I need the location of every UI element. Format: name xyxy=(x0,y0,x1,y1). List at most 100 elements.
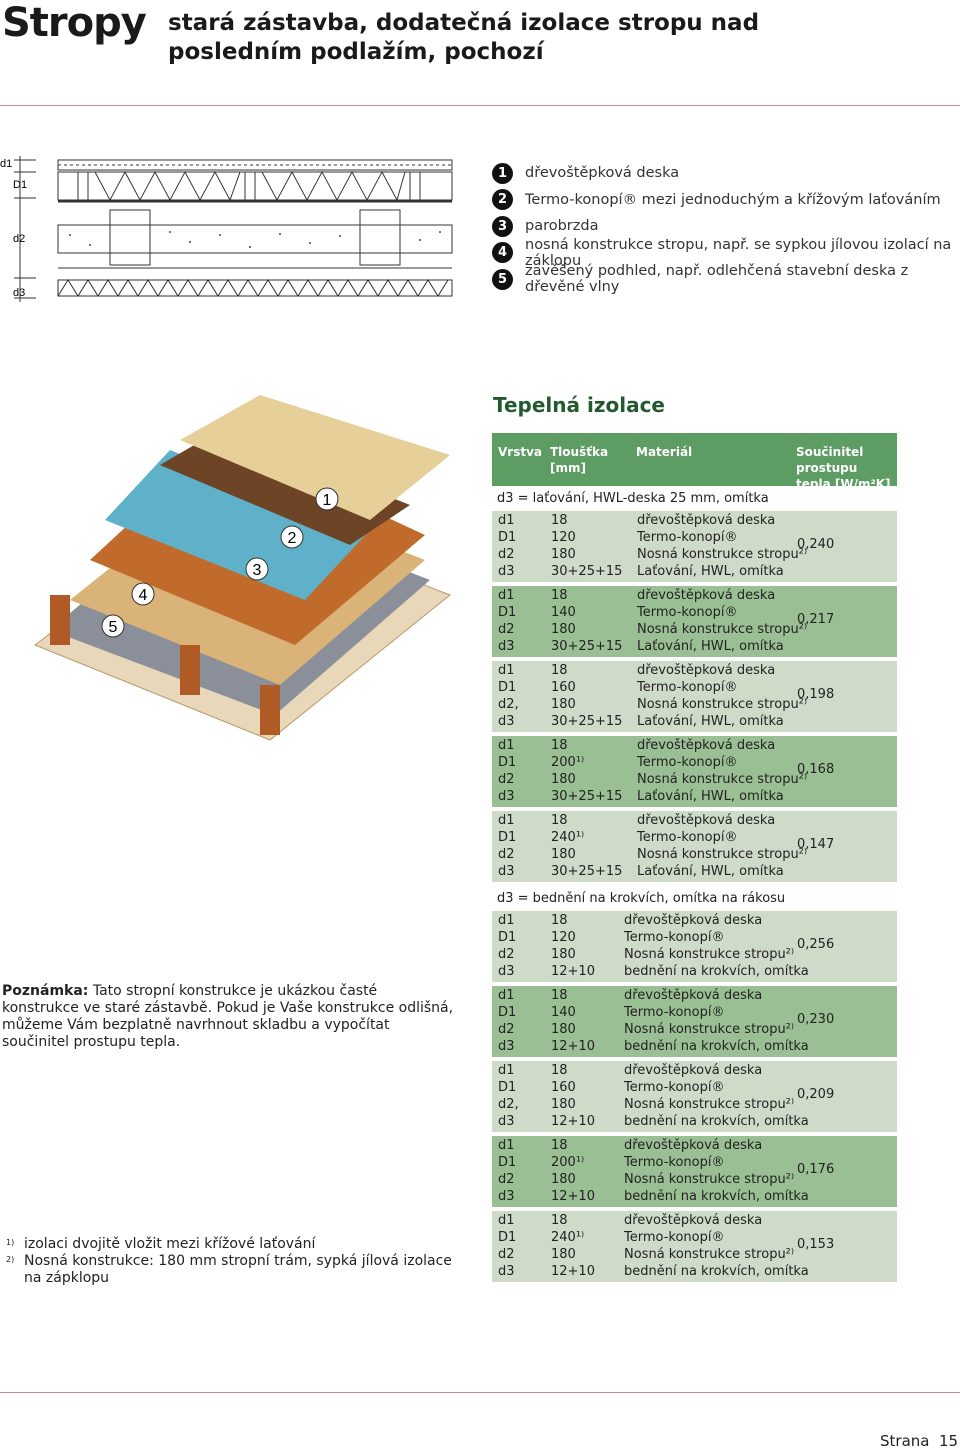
legend-number: 4 xyxy=(492,242,513,264)
cell-layer: d1 xyxy=(498,663,515,678)
cell-material: dřevoštěpková deska xyxy=(624,1138,763,1153)
footnote-text: izolaci dvojitě vložit mezi křížové laťo… xyxy=(24,1236,316,1252)
callout-number: 4 xyxy=(139,587,148,604)
legend-text: Termo-konopí® mezi jednoduchým a křížový… xyxy=(525,191,941,208)
cell-thickness: 30+25+15 xyxy=(551,864,623,879)
page-num: 15 xyxy=(939,1432,959,1450)
col-header-u: Součinitel prostupu tepla [W/m²K] xyxy=(796,445,891,491)
cell-u-value: 0,147 xyxy=(797,837,835,852)
floor-illustration: 1 2 3 4 5 xyxy=(33,395,451,741)
cell-material: Laťování, HWL, omítka xyxy=(637,864,784,879)
cell-thickness: 18 xyxy=(551,513,568,528)
cell-thickness: 140 xyxy=(551,605,576,620)
cell-u-value: 0,217 xyxy=(797,612,835,627)
table-row: d3 12+10 bednění na krokvích, omítka xyxy=(492,1263,897,1280)
legend-number: 3 xyxy=(492,215,513,237)
legend-text: zavěšený podhled, např. odlehčená staveb… xyxy=(525,263,909,296)
cell-material: Nosná konstrukce stropu²⁾ xyxy=(637,547,808,562)
cell-thickness: 180 xyxy=(551,1097,576,1112)
cell-material: Laťování, HWL, omítka xyxy=(637,714,784,729)
callout-number: 3 xyxy=(253,562,262,579)
cell-layer: d3 xyxy=(498,1264,515,1279)
legend-number: 2 xyxy=(492,189,513,211)
cell-thickness: 180 xyxy=(551,1247,576,1262)
table-section-label: d3 = bednění na krokvích, omítka na ráko… xyxy=(497,891,786,906)
cell-layer: D1 xyxy=(498,1080,517,1095)
cell-thickness: 30+25+15 xyxy=(551,789,623,804)
footnote: 1)izolaci dvojitě vložit mezi křížové la… xyxy=(6,1236,456,1253)
cell-thickness: 180 xyxy=(551,947,576,962)
cell-thickness: 160 xyxy=(551,1080,576,1095)
cell-layer: D1 xyxy=(498,680,517,695)
cell-material: dřevoštěpková deska xyxy=(624,988,763,1003)
cell-thickness: 140 xyxy=(551,1005,576,1020)
legend-number: 1 xyxy=(492,162,513,184)
cell-thickness: 180 xyxy=(551,1022,576,1037)
section-diagram: d1 D1 d2 d3 xyxy=(0,156,453,302)
legend-text: dřevoštěpková deska xyxy=(525,165,680,182)
cell-thickness: 30+25+15 xyxy=(551,639,623,654)
cell-thickness: 12+10 xyxy=(551,1264,595,1279)
cell-layer: D1 xyxy=(498,1155,517,1170)
cell-thickness: 200¹⁾ xyxy=(551,1155,585,1170)
dim-label: d3 xyxy=(13,287,25,299)
cell-layer: d3 xyxy=(498,1114,515,1129)
cell-u-value: 0,176 xyxy=(797,1162,835,1177)
cell-material: Termo-konopí® xyxy=(624,1230,725,1245)
cell-material: Laťování, HWL, omítka xyxy=(637,564,784,579)
cell-material: Nosná konstrukce stropu²⁾ xyxy=(637,622,808,637)
cell-layer: D1 xyxy=(498,830,517,845)
dim-label: d1 xyxy=(0,158,12,170)
page-number: Strana 15 xyxy=(880,1432,958,1450)
cell-layer: d2 xyxy=(498,622,515,637)
cell-layer: d2 xyxy=(498,1022,515,1037)
cell-material: dřevoštěpková deska xyxy=(637,513,776,528)
cell-layer: d2 xyxy=(498,772,515,787)
dim-label: D1 xyxy=(13,179,27,191)
cell-material: Termo-konopí® xyxy=(637,605,738,620)
cell-thickness: 160 xyxy=(551,680,576,695)
cell-layer: d2, xyxy=(498,697,519,712)
cell-layer: d3 xyxy=(498,564,515,579)
page-subtitle: stará zástavba, dodatečná izolace stropu… xyxy=(168,10,760,65)
cell-material: Termo-konopí® xyxy=(637,755,738,770)
cell-material: bednění na krokvích, omítka xyxy=(624,1264,809,1279)
cell-u-value: 0,256 xyxy=(797,937,835,952)
cell-material: dřevoštěpková deska xyxy=(624,913,763,928)
cell-material: Termo-konopí® xyxy=(624,1155,725,1170)
table-heading: Tepelná izolace xyxy=(493,393,665,417)
cell-thickness: 18 xyxy=(551,988,568,1003)
cell-thickness: 120 xyxy=(551,930,576,945)
col-header-material: Materiál xyxy=(636,445,693,459)
cell-layer: d3 xyxy=(498,714,515,729)
cell-thickness: 180 xyxy=(551,772,576,787)
cell-u-value: 0,168 xyxy=(797,762,835,777)
